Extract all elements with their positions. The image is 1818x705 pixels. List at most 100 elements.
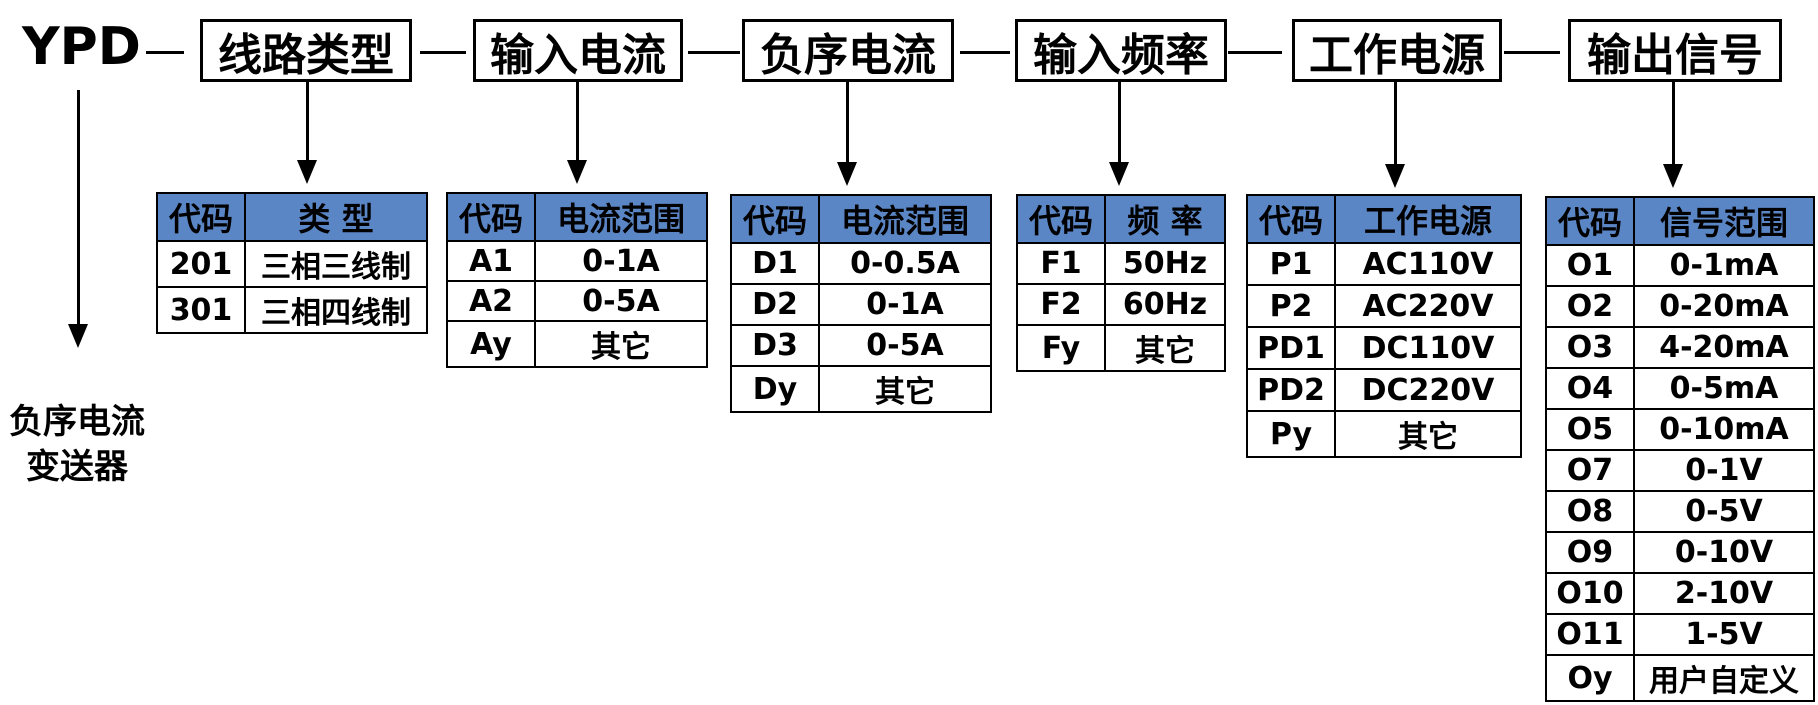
value-cell: AC220V	[1334, 284, 1522, 328]
value-cell: 0-5mA	[1633, 367, 1815, 410]
value-cell: 其它	[1334, 410, 1522, 458]
code-cell: F2	[1016, 283, 1106, 326]
connector-dash	[1228, 51, 1282, 54]
value-cell: 0-1mA	[1633, 244, 1815, 287]
code-cell: PD2	[1246, 368, 1336, 412]
code-cell: Oy	[1545, 654, 1635, 702]
arrow-line	[306, 82, 309, 162]
value-cell: 三相四线制	[244, 286, 428, 334]
code-cell: Ay	[446, 320, 536, 368]
arrow-head	[1663, 164, 1683, 188]
connector-dash	[688, 51, 740, 54]
value-cell: DC220V	[1334, 368, 1522, 412]
value-cell: 0-5A	[534, 280, 708, 322]
code-cell: Py	[1246, 410, 1336, 458]
value-cell: AC110V	[1334, 242, 1522, 286]
column-header: 频 率	[1104, 194, 1226, 244]
value-cell: 0-1V	[1633, 449, 1815, 492]
device-label-line-2: 变送器	[26, 447, 128, 487]
header-output-signal: 输出信号	[1568, 19, 1782, 82]
column-header: 信号范围	[1633, 196, 1815, 246]
code-cell: O1	[1545, 244, 1635, 287]
code-cell: F1	[1016, 242, 1106, 285]
column-header: 代码	[1545, 196, 1635, 246]
code-cell: PD1	[1246, 326, 1336, 370]
value-cell: 0-20mA	[1633, 285, 1815, 328]
value-cell: 0-0.5A	[818, 242, 992, 285]
header-working-power: 工作电源	[1292, 19, 1502, 82]
arrow-head	[1109, 162, 1129, 186]
code-cell: D2	[730, 283, 820, 326]
arrow-head	[297, 160, 317, 184]
code-cell: P2	[1246, 284, 1336, 328]
header-line-type: 线路类型	[200, 19, 412, 82]
code-cell: O11	[1545, 613, 1635, 656]
code-cell: Dy	[730, 365, 820, 413]
value-cell: 其它	[1104, 324, 1226, 372]
value-cell: DC110V	[1334, 326, 1522, 370]
connector-dash	[420, 51, 466, 54]
connector-dash	[146, 51, 184, 54]
value-cell: 三相三线制	[244, 240, 428, 288]
code-cell: O3	[1545, 326, 1635, 369]
header-negative-sequence-current: 负序电流	[742, 19, 954, 82]
value-cell: 60Hz	[1104, 283, 1226, 326]
column-header: 代码	[1016, 194, 1106, 244]
column-header: 电流范围	[534, 192, 708, 242]
column-header: 工作电源	[1334, 194, 1522, 244]
code-cell: A2	[446, 280, 536, 322]
arrow-line	[846, 82, 849, 164]
model-prefix: YPD	[22, 17, 141, 77]
value-cell: 其它	[534, 320, 708, 368]
value-cell: 其它	[818, 365, 992, 413]
value-cell: 1-5V	[1633, 613, 1815, 656]
arrow-line	[1394, 82, 1397, 166]
code-cell: D1	[730, 242, 820, 285]
arrow-head	[1385, 164, 1405, 188]
column-header: 代码	[446, 192, 536, 242]
value-cell: 50Hz	[1104, 242, 1226, 285]
value-cell: 0-1A	[818, 283, 992, 326]
arrow-line	[576, 82, 579, 162]
arrow-head	[567, 160, 587, 184]
header-input-frequency: 输入频率	[1015, 19, 1227, 82]
prefix-arrow-head	[68, 324, 88, 348]
code-cell: D3	[730, 324, 820, 367]
column-header: 代码	[156, 192, 246, 242]
code-cell: P1	[1246, 242, 1336, 286]
code-cell: 301	[156, 286, 246, 334]
column-header: 电流范围	[818, 194, 992, 244]
value-cell: 用户自定义	[1633, 654, 1815, 702]
header-input-current: 输入电流	[473, 19, 683, 82]
arrow-head	[837, 162, 857, 186]
prefix-arrow-line	[77, 90, 80, 326]
code-cell: 201	[156, 240, 246, 288]
value-cell: 0-5V	[1633, 490, 1815, 533]
code-cell: O10	[1545, 572, 1635, 615]
code-cell: O4	[1545, 367, 1635, 410]
value-cell: 0-10mA	[1633, 408, 1815, 451]
arrow-line	[1672, 82, 1675, 166]
value-cell: 2-10V	[1633, 572, 1815, 615]
value-cell: 0-5A	[818, 324, 992, 367]
code-cell: O9	[1545, 531, 1635, 574]
column-header: 代码	[1246, 194, 1336, 244]
column-header: 代码	[730, 194, 820, 244]
code-cell: O8	[1545, 490, 1635, 533]
connector-dash	[960, 51, 1010, 54]
code-cell: Fy	[1016, 324, 1106, 372]
arrow-line	[1118, 82, 1121, 164]
value-cell: 0-10V	[1633, 531, 1815, 574]
value-cell: 0-1A	[534, 240, 708, 282]
code-cell: O7	[1545, 449, 1635, 492]
code-cell: O2	[1545, 285, 1635, 328]
column-header: 类 型	[244, 192, 428, 242]
code-cell: A1	[446, 240, 536, 282]
code-cell: O5	[1545, 408, 1635, 451]
